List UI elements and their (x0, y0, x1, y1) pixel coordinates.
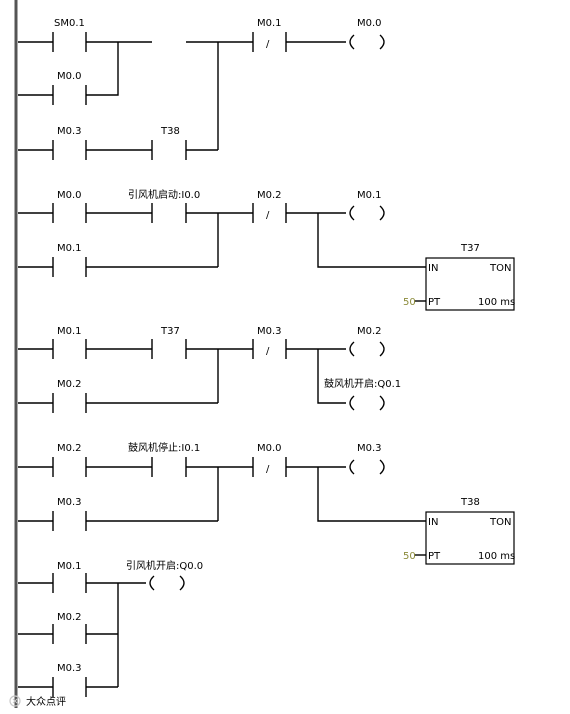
contact-label: SM0.1 (54, 18, 85, 29)
contact-no: 引风机启动:I0.0 (128, 188, 200, 223)
timer-block: T38 IN TON PT 100 ms 50 (403, 497, 515, 565)
contact-no: M0.0 (52, 190, 87, 223)
contact-no: SM0.1 (52, 18, 87, 52)
contact-label: M0.1 (57, 243, 82, 254)
contact-label: M0.3 (57, 663, 82, 674)
timer-type: TON (489, 517, 511, 528)
coil-label: M0.0 (357, 18, 382, 29)
contact-label: T37 (160, 326, 180, 337)
contact-label: M0.0 (57, 71, 82, 82)
timer-base: 100 ms (478, 551, 515, 562)
contact-label: M0.1 (57, 326, 82, 337)
network-5: M0.1 M0.2 M0.3 引风机开启:Q0.0 (18, 559, 203, 697)
coil: M0.0 (349, 18, 385, 50)
network-2: M0.0 引风机启动:I0.0 M0.1 / M0.2 M0.1 T37 IN T… (18, 188, 515, 311)
contact-label: 引风机启动:I0.0 (128, 188, 200, 201)
coil: M0.1 (349, 190, 385, 221)
timer-pt-value: 50 (403, 297, 416, 308)
timer-pt-value: 50 (403, 551, 416, 562)
coil-label: M0.1 (357, 190, 382, 201)
coil: M0.3 (349, 443, 385, 475)
contact-no: M0.1 (52, 561, 87, 593)
contact-nc-symbol: / (266, 346, 270, 357)
coil-label: 鼓风机开启:Q0.1 (324, 377, 401, 390)
contact-label: M0.2 (57, 612, 82, 623)
contact-nc-symbol: / (266, 464, 270, 475)
watermark: 大众点评 (9, 695, 66, 708)
timer-in: IN (428, 517, 438, 528)
timer-pt: PT (428, 297, 441, 308)
contact-nc-symbol: / (266, 39, 270, 50)
contact-label: M0.3 (57, 497, 82, 508)
contact-nc: / M0.3 (252, 326, 287, 359)
watermark-logo-icon (9, 695, 21, 707)
coil-label: M0.3 (357, 443, 382, 454)
timer-in: IN (428, 263, 438, 274)
timer-base: 100 ms (478, 297, 515, 308)
contact-nc-symbol: / (266, 210, 270, 221)
contact-label: M0.0 (257, 443, 282, 454)
coil-label: M0.2 (357, 326, 382, 337)
contact-label: M0.2 (57, 379, 82, 390)
contact-label: 鼓风机停止:I0.1 (128, 441, 200, 454)
timer-type: TON (489, 263, 511, 274)
contact-nc: / M0.2 (252, 190, 287, 223)
contact-nc: / M0.0 (252, 443, 287, 477)
contact-no: M0.0 (52, 71, 87, 105)
network-1: SM0.1 M0.0 M0.3 T38 / M0.1 M0.0 (18, 18, 385, 160)
timer-pt: PT (428, 551, 441, 562)
contact-no: M0.3 (52, 126, 87, 160)
contact-label: M0.2 (257, 190, 282, 201)
coil: 鼓风机开启:Q0.1 (324, 377, 401, 411)
contact-label: M0.0 (57, 190, 82, 201)
contact-no: 鼓风机停止:I0.1 (128, 441, 200, 477)
contact-no: M0.1 (52, 243, 87, 277)
contact-nc: / M0.1 (252, 18, 287, 52)
contact-label: M0.1 (57, 561, 82, 572)
contact-no: M0.1 (52, 326, 87, 359)
contact-no: M0.2 (52, 443, 87, 477)
timer-name: T38 (460, 497, 480, 508)
network-4: M0.2 鼓风机停止:I0.1 M0.3 / M0.0 M0.3 T38 IN T… (18, 441, 515, 565)
coil: M0.2 (349, 326, 385, 357)
contact-no: M0.2 (52, 379, 87, 413)
timer-block: T37 IN TON PT 100 ms 50 (403, 243, 515, 311)
contact-label: T38 (160, 126, 180, 137)
contact-label: M0.1 (257, 18, 282, 29)
contact-no: M0.3 (52, 663, 87, 697)
coil-label: 引风机开启:Q0.0 (126, 559, 203, 572)
network-3: M0.1 T37 M0.2 / M0.3 M0.2 鼓风机开启:Q0.1 (18, 326, 401, 413)
coil: 引风机开启:Q0.0 (126, 559, 203, 591)
contact-no: T38 (151, 126, 187, 160)
contact-label: M0.2 (57, 443, 82, 454)
contact-label: M0.3 (257, 326, 282, 337)
contact-no: M0.2 (52, 612, 87, 644)
watermark-text: 大众点评 (26, 695, 66, 708)
contact-no: T37 (151, 326, 187, 359)
contact-no: M0.3 (52, 497, 87, 531)
contact-label: M0.3 (57, 126, 82, 137)
timer-name: T37 (460, 243, 480, 254)
